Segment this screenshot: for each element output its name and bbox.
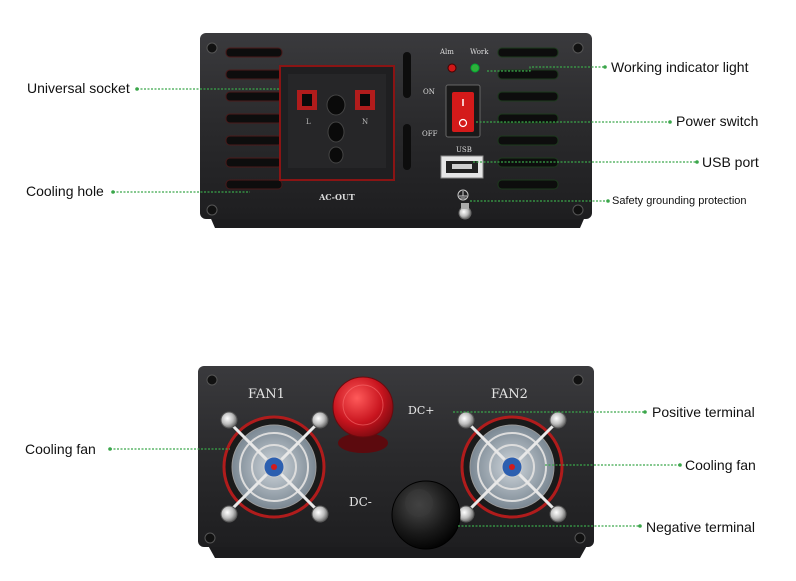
panel-screw: [206, 374, 218, 386]
panel-screw: [572, 204, 584, 216]
label-universal-socket: Universal socket: [27, 80, 130, 96]
panel-screw: [572, 374, 584, 386]
panel-screw: [574, 532, 586, 544]
negative-terminal[interactable]: [391, 480, 461, 550]
cooling-fan-1: [222, 415, 326, 519]
alarm-led: [447, 63, 457, 73]
grounding-terminal: [457, 189, 472, 220]
label-safety-grounding: Safety grounding protection: [612, 195, 747, 207]
panel-screw: [206, 204, 218, 216]
label-negative-terminal: Negative terminal: [646, 519, 755, 535]
center-vent: [403, 124, 411, 170]
label-power-switch: Power switch: [676, 113, 759, 129]
fan1-label: FAN1: [248, 387, 285, 402]
universal-socket: L N AC-OUT: [279, 65, 395, 202]
label-cooling-fan-right: Cooling fan: [685, 457, 756, 473]
label-working-indicator-light: Working indicator light: [611, 59, 749, 75]
label-usb-port: USB port: [702, 154, 759, 170]
front-panel: L N AC-OUT Alm Work ON OFF USB: [200, 33, 592, 228]
socket-label-l: L: [306, 118, 311, 126]
dc-minus-label: DC-: [349, 495, 372, 509]
alm-label: Alm: [439, 48, 454, 56]
cooling-fan-2: [460, 415, 564, 519]
leader-lines-top: [113, 66, 697, 202]
panel-screw: [204, 532, 216, 544]
label-cooling-hole: Cooling hole: [26, 183, 104, 199]
label-cooling-fan-left: Cooling fan: [25, 441, 96, 457]
rear-panel: FAN1 FAN2 DC+ DC-: [198, 366, 594, 558]
leader-dots-bottom: [108, 410, 682, 528]
cooling-holes-left: [225, 47, 283, 190]
dc-plus-label: DC+: [408, 404, 434, 417]
usb-port[interactable]: [440, 155, 484, 179]
cooling-holes-right: [497, 47, 559, 190]
on-label: ON: [423, 88, 435, 96]
center-vent: [403, 52, 411, 98]
front-panel-body: [200, 33, 592, 219]
panel-screw: [572, 42, 584, 54]
fan-screws: [220, 411, 567, 523]
label-positive-terminal: Positive terminal: [652, 404, 755, 420]
ac-out-label: AC-OUT: [318, 192, 355, 202]
off-label: OFF: [422, 130, 438, 138]
panel-screw: [206, 42, 218, 54]
leader-lines-bottom: [110, 411, 680, 527]
positive-terminal[interactable]: [332, 376, 394, 453]
leader-dots-top: [111, 65, 699, 203]
work-led: [470, 63, 480, 73]
work-label: Work: [470, 48, 489, 56]
usb-text: USB: [456, 146, 472, 154]
socket-label-n: N: [362, 118, 368, 126]
power-switch[interactable]: [445, 84, 481, 138]
fan2-label: FAN2: [491, 387, 528, 402]
